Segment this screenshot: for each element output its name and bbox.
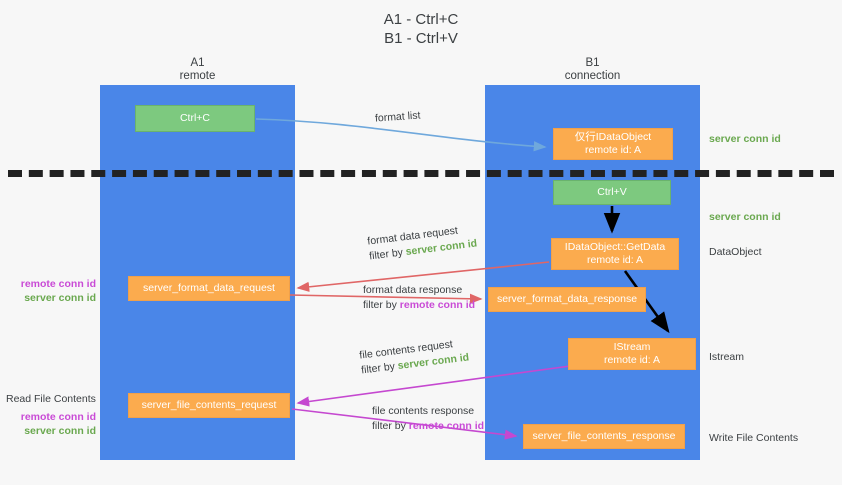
edge-note-file-contents-response: file contents response filter by remote …	[372, 404, 484, 434]
node-istream-label: IStream	[613, 341, 651, 353]
node-server-file-contents-response[interactable]: server_file_contents_response	[523, 424, 685, 449]
label-write-file-contents: Write File Contents	[709, 432, 799, 444]
title-line-1: A1 - Ctrl+C	[383, 11, 459, 28]
label-conn-ids-file: remote conn id server conn id	[8, 410, 96, 438]
node-server-file-contents-request[interactable]: server_file_contents_request	[128, 393, 290, 418]
node-ctrl-v-label: Ctrl+V	[597, 186, 627, 198]
wire-format-data-request	[296, 261, 550, 292]
lane-header-b1-sub: connection	[564, 70, 621, 82]
node-server-format-data-request[interactable]: server_format_data_request	[128, 276, 290, 301]
edge-note-format-data-response-line1: format data response	[363, 284, 463, 296]
node-ctrl-c-label: Ctrl+C	[179, 112, 211, 124]
node-idataobject-sub: remote id: A	[584, 144, 642, 156]
node-server-file-contents-response-label: server_file_contents_response	[532, 430, 676, 442]
edge-note-format-data-response-filter-prefix: filter by	[363, 299, 400, 311]
phase-divider	[8, 170, 834, 177]
label-server-conn-id-file: server conn id	[24, 425, 96, 437]
node-idataobject-label: 仅行IDataObject	[574, 131, 652, 143]
edge-note-format-data-response-filter-key: remote conn id	[399, 299, 476, 311]
lane-header-a1-name: A1	[190, 57, 205, 69]
node-server-format-data-response-label: server_format_data_response	[496, 293, 638, 305]
node-idataobject-getdata[interactable]: IDataObject::GetData remote id: A	[551, 238, 679, 270]
edge-note-file-contents-response-filter-key: remote conn id	[408, 420, 485, 432]
node-ctrl-c[interactable]: Ctrl+C	[135, 105, 255, 132]
edge-note-format-list-line1: format list	[374, 109, 421, 125]
title-line-2: B1 - Ctrl+V	[384, 30, 458, 47]
wire-getdata-istream	[623, 270, 670, 334]
lane-header-b1-name: B1	[585, 57, 600, 69]
lane-header-b1: B1 connection	[530, 57, 655, 83]
node-istream[interactable]: IStream remote id: A	[568, 338, 696, 370]
node-getdata-label: IDataObject::GetData	[564, 241, 666, 253]
node-server-format-data-request-label: server_format_data_request	[143, 282, 275, 294]
label-remote-conn-id-format: remote conn id	[20, 278, 96, 290]
wire-file-contents-response	[291, 408, 518, 440]
edge-note-file-contents-response-filter-prefix: filter by	[372, 420, 409, 432]
label-istream: Istream	[709, 351, 745, 363]
node-ctrl-v[interactable]: Ctrl+V	[553, 180, 671, 205]
label-server-conn-id-second: server conn id	[709, 211, 781, 223]
edge-note-file-contents-response-line1: file contents response	[372, 405, 475, 417]
node-server-format-data-response[interactable]: server_format_data_response	[488, 287, 646, 312]
node-idataobject[interactable]: 仅行IDataObject remote id: A	[553, 128, 673, 160]
wire-format-data-response	[289, 293, 483, 304]
label-dataobject: DataObject	[709, 246, 762, 258]
label-read-file-contents: Read File Contents	[6, 393, 96, 405]
edge-note-file-contents-request-filter-prefix: filter by	[360, 360, 399, 377]
edge-note-format-data-request-filter-prefix: filter by	[368, 246, 407, 263]
label-server-conn-id-format: server conn id	[24, 292, 96, 304]
edge-note-format-list: format list	[375, 108, 421, 126]
lane-header-a1-sub: remote	[179, 70, 216, 82]
lane-header-a1: A1 remote	[140, 57, 255, 83]
edge-note-format-data-response: format data response filter by remote co…	[363, 283, 475, 313]
page-title: A1 - Ctrl+C B1 - Ctrl+V	[0, 10, 842, 48]
label-server-conn-id-top: server conn id	[709, 133, 781, 145]
label-remote-conn-id-file: remote conn id	[20, 411, 96, 423]
node-istream-sub: remote id: A	[603, 354, 661, 366]
node-server-file-contents-request-label: server_file_contents_request	[141, 399, 277, 411]
wire-format-list	[255, 118, 547, 152]
node-getdata-sub: remote id: A	[586, 254, 644, 266]
label-conn-ids-format: remote conn id server conn id	[8, 277, 96, 305]
wire-file-contents-request	[296, 361, 601, 407]
